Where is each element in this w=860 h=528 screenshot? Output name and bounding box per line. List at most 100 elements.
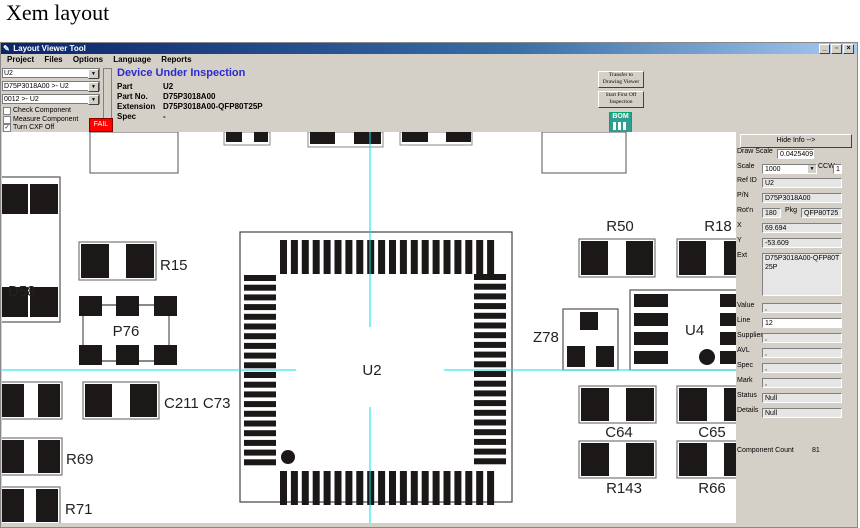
pad xyxy=(356,471,364,505)
transfer-to-drawing-viewer-button[interactable]: Transfer to Drawing Viewer xyxy=(598,71,644,88)
y-field[interactable]: -53.609 xyxy=(762,238,842,248)
ccw-field[interactable]: 1 xyxy=(833,164,842,174)
pad xyxy=(581,388,609,421)
pad xyxy=(154,296,177,316)
close-button[interactable]: × xyxy=(843,44,854,54)
draw-scale-label: Draw Scale xyxy=(737,148,773,155)
component-label: U2 xyxy=(362,362,381,379)
ref-id-field[interactable]: U2 xyxy=(762,178,842,188)
checkmark-icon[interactable]: ✓ xyxy=(3,124,11,132)
ref-select[interactable]: U2 ▼ xyxy=(2,68,100,79)
pad xyxy=(474,380,506,387)
line-field[interactable]: 12 xyxy=(762,318,842,328)
avl-label: AVL xyxy=(737,347,750,354)
value-label: Value xyxy=(737,302,755,309)
rotn-field[interactable]: 180 xyxy=(762,208,781,218)
spec-label: Spec xyxy=(737,362,753,369)
menu-files[interactable]: Files xyxy=(44,55,63,64)
component-outline xyxy=(2,486,61,523)
pad xyxy=(679,241,706,275)
pad xyxy=(454,240,462,274)
pad xyxy=(378,471,386,505)
details-field[interactable]: Null xyxy=(762,408,842,418)
component-outline xyxy=(223,132,271,146)
ext-field[interactable]: D75P3018A00-QFP80T25P xyxy=(762,253,842,296)
check-component-checkbox[interactable]: Check Component xyxy=(3,107,71,115)
fail-status-button[interactable]: FAIL xyxy=(89,118,113,132)
bom-label: BOM xyxy=(612,113,629,120)
component-info-panel: Hide Info --> Draw Scale 0.0425409 Scale… xyxy=(737,132,855,524)
pad xyxy=(244,284,276,291)
chevron-down-icon[interactable]: ▼ xyxy=(88,95,99,105)
line-select[interactable]: 0012 >- U2 ▼ xyxy=(2,94,100,105)
status-label: Status xyxy=(737,392,757,399)
component-outline xyxy=(89,132,179,174)
pad xyxy=(474,390,506,397)
draw-scale-field[interactable]: 0.0425409 xyxy=(777,149,814,159)
pad xyxy=(402,132,428,142)
status-field[interactable]: Null xyxy=(762,393,842,403)
mark-field[interactable]: , xyxy=(762,378,842,388)
spec-field[interactable]: , xyxy=(762,363,842,373)
pad xyxy=(720,351,736,364)
pad xyxy=(474,429,506,436)
pad xyxy=(389,240,396,274)
pn-field[interactable]: D75P3018A00 xyxy=(762,193,842,203)
measure-component-checkbox[interactable]: Measure Component xyxy=(3,116,78,124)
pin1-marker xyxy=(281,450,295,464)
pad xyxy=(474,458,506,465)
chevron-down-icon[interactable]: ▼ xyxy=(88,69,99,79)
panel-splitter[interactable] xyxy=(103,68,112,122)
pad xyxy=(476,471,484,505)
checkbox-box[interactable] xyxy=(3,116,11,124)
ref-id-label: Ref ID xyxy=(737,177,757,184)
pkg-label: Pkg xyxy=(785,207,798,214)
chevron-down-icon[interactable]: ▼ xyxy=(88,82,99,92)
pad xyxy=(626,241,653,275)
device-row-partno: Part No.D75P3018A00 xyxy=(117,92,215,101)
pad xyxy=(720,313,736,326)
row-key: Part xyxy=(117,82,133,91)
x-field[interactable]: 69.694 xyxy=(762,223,842,233)
bom-button[interactable]: BOM xyxy=(609,112,632,133)
window-title: Layout Viewer Tool xyxy=(13,44,86,53)
chevron-down-icon[interactable]: ▼ xyxy=(808,165,816,173)
pad xyxy=(310,132,335,144)
pad xyxy=(290,471,298,505)
checkbox-box[interactable] xyxy=(3,107,11,115)
pkg-field[interactable]: QFP80T25 xyxy=(801,208,842,218)
device-row-spec: Spec- xyxy=(117,112,166,121)
pad xyxy=(443,240,451,274)
menu-project[interactable]: Project xyxy=(7,55,35,64)
start-first-off-inspection-button[interactable]: Start First Off Inspection xyxy=(598,91,644,108)
pad xyxy=(626,388,654,421)
menu-reports[interactable]: Reports xyxy=(161,55,192,64)
pad xyxy=(312,240,320,274)
x-label: X xyxy=(737,222,742,229)
minimize-button[interactable]: _ xyxy=(819,44,830,54)
pad xyxy=(474,361,506,368)
scale-label: Scale xyxy=(737,163,755,170)
menu-options[interactable]: Options xyxy=(72,55,104,64)
scale-select[interactable]: 1000 ▼ xyxy=(762,164,817,174)
supplier-field[interactable]: , xyxy=(762,333,842,343)
pad xyxy=(280,471,287,505)
pad xyxy=(130,384,157,417)
pad xyxy=(2,384,24,417)
pad xyxy=(2,440,24,473)
menu-language[interactable]: Language xyxy=(113,55,152,64)
hide-info-button[interactable]: Hide Info --> xyxy=(740,134,852,148)
pad xyxy=(474,400,506,407)
component-outline xyxy=(541,132,627,174)
avl-field[interactable]: , xyxy=(762,348,842,358)
pad xyxy=(301,240,309,274)
part-select[interactable]: D75P3018A00 >- U2 ▼ xyxy=(2,81,100,92)
value-field[interactable]: , xyxy=(762,303,842,313)
restore-button[interactable]: ▫ xyxy=(831,44,842,54)
turn-cxf-off-checkbox[interactable]: ✓ Turn CXF Off xyxy=(3,124,54,132)
pad xyxy=(2,184,28,214)
scale-value: 1000 xyxy=(765,166,781,173)
component-label: C65 xyxy=(698,424,726,441)
